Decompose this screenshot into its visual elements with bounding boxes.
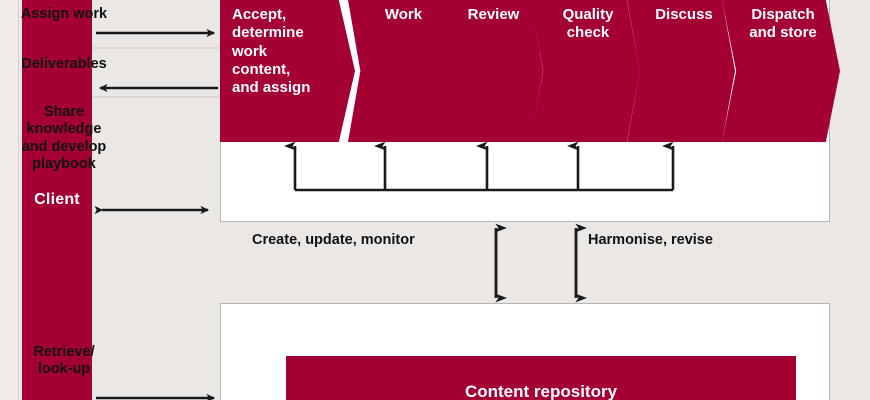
step-line: Dispatch bbox=[751, 6, 815, 23]
process-step-dispatch: Dispatch and store bbox=[722, 0, 840, 142]
connector-label-harmonise-revise: Harmonise, revise bbox=[588, 232, 713, 248]
step-line: Review bbox=[467, 6, 520, 23]
label-line: Retrieve/ bbox=[33, 344, 95, 360]
step-line: and assign bbox=[232, 79, 311, 97]
interaction-column bbox=[92, 0, 220, 400]
step-line: Accept, bbox=[232, 6, 287, 23]
content-repository-box: Content repository bbox=[286, 356, 796, 400]
connector-label-create-update-monitor: Create, update, monitor bbox=[252, 232, 415, 248]
label-line: knowledge bbox=[26, 121, 102, 138]
step-line: Work bbox=[384, 6, 423, 23]
process-step-work: Work bbox=[348, 0, 451, 142]
process-step-review: Review bbox=[438, 0, 543, 142]
label-line: look-up bbox=[37, 361, 91, 378]
client-label: Client bbox=[34, 191, 80, 208]
left-margin-strip bbox=[0, 0, 19, 400]
step-line: determine bbox=[232, 24, 304, 42]
interaction-label-retrieve-lookup: Retrieve/ look-up bbox=[0, 344, 128, 379]
label-line: playbook bbox=[32, 156, 96, 173]
interaction-label-assign-work: Assign work bbox=[20, 6, 108, 22]
step-line: check bbox=[566, 24, 610, 42]
step-line: content, bbox=[232, 60, 291, 78]
process-chevron-band: Accept, determine work content, and assi… bbox=[220, 0, 840, 142]
process-step-accept: Accept, determine work content, and assi… bbox=[220, 0, 355, 142]
step-line: work bbox=[232, 42, 268, 60]
process-step-discuss: Discuss bbox=[627, 0, 735, 142]
step-line: and store bbox=[749, 24, 817, 42]
label-line: and develop bbox=[21, 138, 107, 155]
process-step-quality-check: Quality check bbox=[530, 0, 640, 142]
interaction-label-deliverables: Deliverables bbox=[21, 56, 107, 72]
client-column: Client bbox=[22, 0, 92, 400]
interaction-label-share-knowledge: Share knowledge and develop playbook bbox=[0, 104, 128, 174]
step-line: Quality bbox=[562, 6, 614, 23]
step-line: Discuss bbox=[655, 6, 713, 23]
label-line: Share bbox=[43, 104, 85, 120]
repository-panel: Content repository bbox=[220, 303, 830, 400]
